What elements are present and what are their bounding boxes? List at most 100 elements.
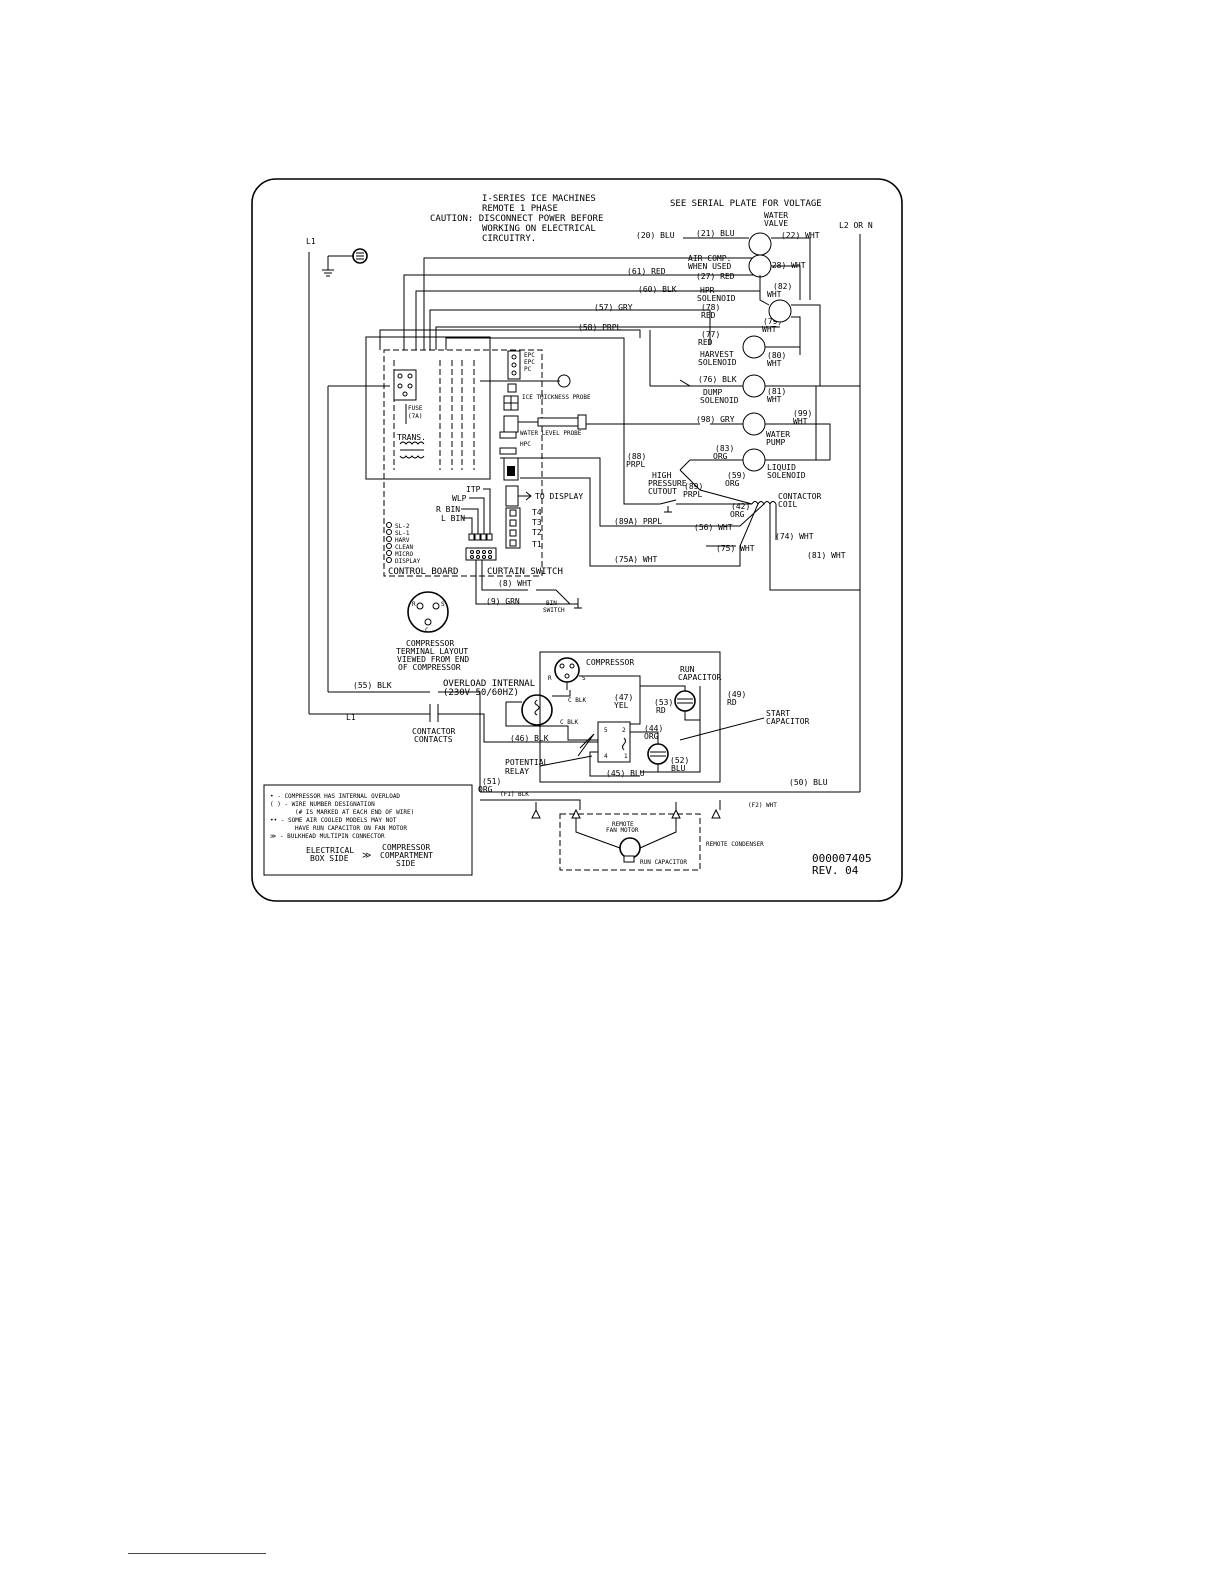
svg-text:( ) - WIRE NUMBER DESIGNATION: ( ) - WIRE NUMBER DESIGNATION — [270, 801, 375, 808]
wire-81-a: (81) — [767, 387, 786, 396]
svg-text:FAN MOTOR: FAN MOTOR — [606, 827, 639, 834]
svg-text:5: 5 — [604, 727, 608, 734]
wire-56: (56) WHT — [694, 523, 733, 532]
ice-thickness-probe: ICE THICKNESS PROBE — [480, 374, 591, 411]
svg-text:CIRCUITRY.: CIRCUITRY. — [482, 234, 536, 244]
svg-text:VIEWED FROM END: VIEWED FROM END — [397, 655, 469, 664]
svg-text:SL-1: SL-1 — [395, 530, 410, 537]
dump-solenoid-label: DUMP — [703, 388, 722, 397]
svg-text:CONTACTS: CONTACTS — [414, 735, 453, 744]
contactor-coil-label: CONTACTOR — [778, 492, 822, 501]
svg-text:COMPRESSOR: COMPRESSOR — [406, 639, 454, 648]
diagram-frame — [251, 178, 903, 902]
svg-text:S: S — [582, 675, 586, 682]
water-level-probe: WATER LEVEL PROBE — [503, 414, 587, 437]
svg-text:• - COMPRESSOR HAS INTERNAL OV: • - COMPRESSOR HAS INTERNAL OVERLOAD — [270, 793, 400, 800]
wire-47: (47) — [614, 693, 633, 702]
svg-text:T3: T3 — [532, 518, 542, 527]
control-board-internals — [393, 360, 475, 470]
wire-59-color: ORG — [725, 479, 740, 488]
wire-89a: (89A) PRPL — [614, 517, 662, 526]
hpr-solenoid-label-2: SOLENOID — [697, 294, 736, 303]
svg-text:I-SERIES ICE MACHINES: I-SERIES ICE MACHINES — [482, 194, 596, 204]
high-pressure-cutout: HIGH PRESSURE CUTOUT — [623, 430, 700, 513]
svg-text:HAVE RUN CAPACITOR ON FAN MOTO: HAVE RUN CAPACITOR ON FAN MOTOR — [295, 825, 407, 832]
wire-81-a-color: WHT — [767, 395, 782, 404]
bin-switch-label-2: SWITCH — [543, 607, 565, 614]
svg-text:RUN: RUN — [680, 665, 695, 674]
wire-75a: (75A) WHT — [614, 555, 658, 564]
wire-50: (50) BLU — [789, 778, 828, 787]
wire-99: (99) — [793, 409, 812, 418]
compressor-section — [539, 651, 721, 783]
wire-49: (49) — [727, 690, 746, 699]
footer-link-rule — [128, 1553, 266, 1554]
svg-text:WATER LEVEL PROBE: WATER LEVEL PROBE — [520, 430, 582, 437]
svg-text:(# IS MARKED AT EACH END OF WI: (# IS MARKED AT EACH END OF WIRE) — [295, 809, 414, 816]
svg-text:START: START — [766, 709, 790, 718]
contactor-coil — [500, 457, 860, 591]
svg-text:WLP: WLP — [452, 494, 467, 503]
svg-text:4: 4 — [604, 753, 608, 760]
curtain-switch-connector — [465, 547, 497, 561]
wire-20: (20) BLU — [636, 231, 675, 240]
drawing-number: 000007405 — [812, 852, 872, 865]
wire-89-color: PRPL — [683, 490, 702, 499]
svg-text:BOX SIDE: BOX SIDE — [310, 854, 349, 863]
wire-53: (53) — [654, 698, 673, 707]
wire-75: (75) WHT — [716, 544, 755, 553]
svg-text:RELAY: RELAY — [505, 767, 529, 776]
svg-text:RUN CAPACITOR: RUN CAPACITOR — [640, 859, 687, 866]
svg-text:(230V 50/60HZ): (230V 50/60HZ) — [443, 688, 519, 698]
ground-symbol — [322, 248, 368, 277]
svg-text:COMPRESSOR: COMPRESSOR — [382, 843, 430, 852]
svg-text:CONTACTOR: CONTACTOR — [412, 727, 456, 736]
revision: REV. 04 — [812, 864, 859, 877]
wire-78-color: RED — [701, 311, 716, 320]
hpr-solenoid-label: HPR — [700, 286, 715, 295]
wire-76: (76) BLK — [698, 375, 737, 384]
wire-44: (44) — [644, 724, 663, 733]
wire-88: (88) — [627, 452, 646, 461]
wire-51: (51) — [482, 777, 501, 786]
overload: OVERLOAD INTERNAL (230V 50/60HZ) C BLK C… — [443, 664, 641, 741]
svg-text:TO DISPLAY: TO DISPLAY — [535, 492, 583, 501]
water-valve-label-2: VALVE — [764, 219, 788, 228]
wire-49-color: RD — [727, 698, 737, 707]
pc-connector: EPC EPC PC — [507, 350, 535, 380]
wire-57: (57) GRY — [594, 303, 633, 312]
transformer-label: TRANS. — [397, 433, 426, 442]
water-pump-label: WATER — [766, 430, 790, 439]
svg-text:SL-2: SL-2 — [395, 523, 410, 530]
wire-77-color: RED — [698, 338, 713, 347]
wire-53-color: RD — [656, 706, 666, 715]
svg-text:ELECTRICAL: ELECTRICAL — [306, 846, 354, 855]
water-pump-label-2: PUMP — [766, 438, 785, 447]
wire-8: (8) WHT — [498, 579, 532, 588]
harvest-solenoid-label-2: SOLENOID — [698, 358, 737, 367]
wire-45: (45) BLU — [606, 769, 645, 778]
wire-99-color: WHT — [793, 417, 808, 426]
air-comp-label: AIR COMP. — [688, 254, 731, 263]
wire-88-color: PRPL — [626, 460, 645, 469]
svg-text:(F2) WHT: (F2) WHT — [748, 802, 777, 809]
svg-text:PC: PC — [524, 366, 532, 373]
svg-text:CAUTION: DISCONNECT POWER BEFO: CAUTION: DISCONNECT POWER BEFORE — [430, 214, 603, 224]
svg-text:≫ - BULKHEAD MULTIPIN CONNECTO: ≫ - BULKHEAD MULTIPIN CONNECTOR — [270, 833, 385, 840]
svg-text:COMPRESSOR: COMPRESSOR — [586, 658, 634, 667]
l1-bottom-label: L1 — [346, 713, 356, 722]
wire-79-color: WHT — [762, 325, 777, 334]
fuse-label: FUSE — [408, 405, 423, 412]
fuse-rating-label: (7A) — [408, 413, 422, 420]
wire-82-color: WHT — [767, 290, 782, 299]
svg-text:CUTOUT: CUTOUT — [648, 487, 677, 496]
wire-22: (22) WHT — [781, 231, 820, 240]
svg-text:(F1) BLK: (F1) BLK — [500, 791, 529, 798]
wire-52-color: BLU — [671, 764, 686, 773]
svg-text:OF COMPRESSOR: OF COMPRESSOR — [398, 663, 461, 672]
l1-label: L1 — [306, 237, 316, 246]
svg-text:T1: T1 — [532, 540, 542, 549]
dump-solenoid-label-2: SOLENOID — [700, 396, 739, 405]
wire-74: (74) WHT — [775, 532, 814, 541]
svg-text:T2: T2 — [532, 528, 542, 537]
